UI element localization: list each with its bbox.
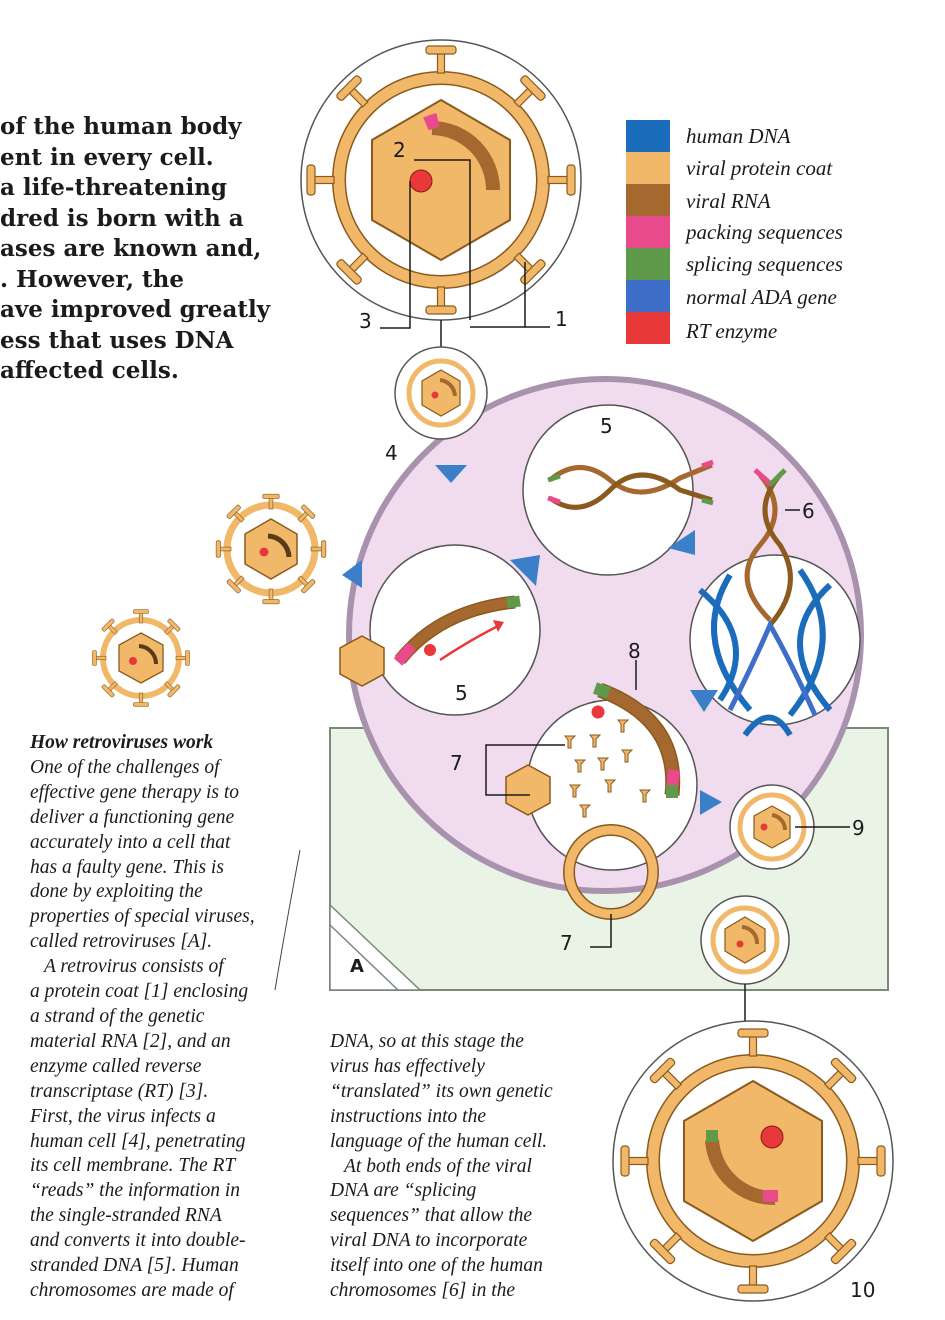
human-cell <box>346 376 864 894</box>
caption-line: has a faulty gene. This is <box>30 856 224 878</box>
caption-line: material RNA [2], and an <box>30 1030 231 1052</box>
label-10: 10 <box>850 1278 875 1302</box>
virus-leaving <box>700 895 790 1022</box>
caption-heading: How retroviruses work <box>30 732 214 753</box>
stage-5-left-content <box>339 595 521 687</box>
caption-line: “translated” its own genetic <box>330 1080 553 1102</box>
virus-floating-large <box>215 493 327 605</box>
caption-line: First, the virus infects a <box>30 1105 216 1127</box>
intro-line: dred is born with a <box>0 204 244 232</box>
stage-5-top-content <box>547 459 714 510</box>
caption-line: a protein coat [1] enclosing <box>30 981 249 1003</box>
legend-swatch-splicing-sequences <box>626 248 670 280</box>
legend-swatch-normal-ada-gene <box>626 280 670 312</box>
label-6: 6 <box>802 499 815 523</box>
caption-line: A retrovirus consists of <box>44 956 224 978</box>
intro-line: of the human body <box>0 113 242 140</box>
caption-line: called retroviruses [A]. <box>30 931 213 953</box>
caption-line: the single-stranded RNA <box>30 1205 222 1227</box>
caption-line: One of the challenges of <box>30 756 220 778</box>
legend-label: viral RNA <box>686 189 771 213</box>
caption-line: deliver a functioning gene <box>30 806 235 828</box>
label-4: 4 <box>385 441 398 465</box>
intro-line: ases are known and, <box>0 235 262 262</box>
intro-line: affected cells. <box>0 357 179 384</box>
margin-mark <box>274 849 301 991</box>
intro-line: ent in every cell. <box>0 143 214 171</box>
legend-label: normal ADA gene <box>686 285 837 309</box>
caption-line: and converts it into double- <box>30 1230 246 1252</box>
label-3: 3 <box>359 309 372 333</box>
legend-label: packing sequences <box>686 220 843 244</box>
panel-letter: A <box>350 956 364 977</box>
intro-line: . However, the <box>0 265 184 293</box>
caption-line: instructions into the <box>330 1105 486 1127</box>
virus-large-10 <box>612 1020 894 1302</box>
caption-line: human cell [4], penetrating <box>30 1130 246 1152</box>
legend-swatch-viral-protein-coat <box>626 152 670 184</box>
caption-line: effective gene therapy is to <box>30 781 239 803</box>
leader-lines <box>485 509 850 948</box>
caption-line: “reads” the information in <box>30 1180 241 1202</box>
caption-line: viral DNA to incorporate <box>330 1230 528 1252</box>
virus-large-top <box>300 39 582 321</box>
label-1: 1 <box>555 307 568 331</box>
legend-swatch-human-dna <box>626 120 670 152</box>
caption-line: chromosomes are made of <box>30 1279 234 1301</box>
legend-swatch-packing-sequences <box>626 216 670 248</box>
label-7-bottom: 7 <box>560 931 573 955</box>
caption-column-1: How retroviruses work One of the challen… <box>30 731 255 1304</box>
intro-line: ave improved greatly <box>0 296 271 323</box>
caption-line: DNA, so at this stage the <box>330 1031 524 1052</box>
caption-line: done by exploiting the <box>30 881 203 903</box>
direction-arrows <box>342 465 722 815</box>
legend-label: viral protein coat <box>686 156 833 180</box>
stage-5-left-circle <box>369 544 541 716</box>
intro-text: of the human body ent in every cell. a l… <box>0 112 290 387</box>
caption-line: stranded DNA [5]. Human <box>30 1255 239 1277</box>
legend-label: human DNA <box>686 124 791 148</box>
caption-line: properties of special viruses, <box>30 906 255 928</box>
caption-line: enzyme called reverse <box>30 1055 202 1077</box>
caption-line: itself into one of the human <box>330 1255 543 1277</box>
label-5-left: 5 <box>455 681 468 705</box>
virus-small-4 <box>394 346 488 440</box>
caption-line: sequences” that allow the <box>330 1205 533 1227</box>
virus-floating-small <box>92 609 190 707</box>
label-8: 8 <box>628 639 641 663</box>
label-5-top: 5 <box>600 414 613 438</box>
caption-line: virus has effectively <box>330 1055 485 1077</box>
caption-column-2: DNA, so at this stage the virus has effe… <box>330 1030 553 1304</box>
legend-swatch-viral-rna <box>626 184 670 216</box>
leader-lines-top <box>380 159 550 348</box>
legend-label: splicing sequences <box>686 252 843 276</box>
caption-line: its cell membrane. The RT <box>30 1155 236 1177</box>
caption-line: chromosomes [6] in the <box>330 1280 516 1302</box>
stage-6-content <box>698 468 833 737</box>
label-9: 9 <box>852 816 865 840</box>
caption-line: transcriptase (RT) [3]. <box>30 1080 209 1102</box>
legend-swatch-rt-enzyme <box>626 312 670 344</box>
intro-line: ess that uses DNA <box>0 326 234 354</box>
caption-line: DNA are “splicing <box>330 1180 477 1202</box>
label-2: 2 <box>393 138 406 162</box>
legend-label: RT enzyme <box>686 319 778 343</box>
caption-line: language of the human cell. <box>330 1130 548 1152</box>
caption-line: At both ends of the viral <box>344 1155 532 1177</box>
label-7-top: 7 <box>450 751 463 775</box>
caption-line: accurately into a cell that <box>30 831 231 853</box>
intro-line: a life-threatening <box>0 174 227 201</box>
caption-line: a strand of the genetic <box>30 1005 205 1027</box>
